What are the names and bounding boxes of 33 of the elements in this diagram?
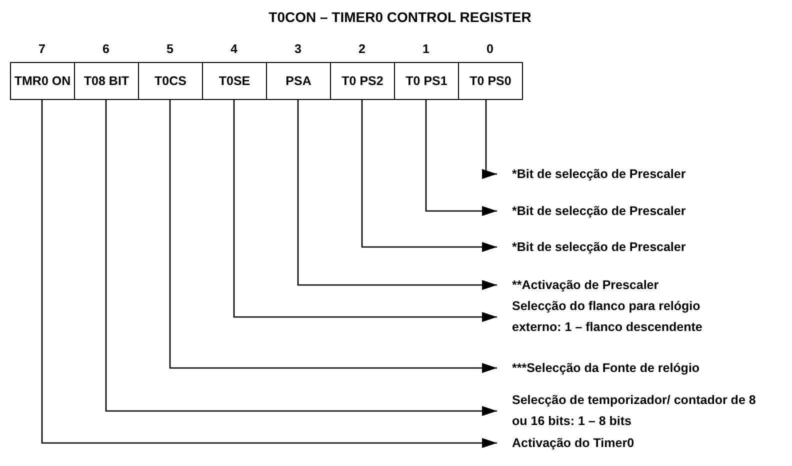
leader-arrow bbox=[425, 100, 497, 216]
bit-number: 2 bbox=[358, 42, 366, 56]
register-bit-cell: T0 PS0 bbox=[458, 62, 523, 100]
bit-number: 6 bbox=[102, 42, 110, 56]
register-bit-cell: T0CS bbox=[138, 62, 203, 100]
bit-number: 7 bbox=[38, 42, 46, 56]
register-bit-cell: T0 PS2 bbox=[330, 62, 395, 100]
bit-description: *Bit de selecção de Prescaler bbox=[512, 164, 686, 185]
register-bit-cell: T08 BIT bbox=[74, 62, 139, 100]
bit-description: Selecção do flanco para relógio externo: 1 – flanco descendente bbox=[512, 296, 742, 338]
leader-arrow bbox=[233, 100, 497, 322]
bit-number: 0 bbox=[486, 42, 494, 56]
bit-description: Selecção de temporizador/ contador de 8 ou 16 bits: 1 – 8 bits bbox=[512, 390, 772, 432]
bit-number: 1 bbox=[422, 42, 430, 56]
bit-number: 3 bbox=[294, 42, 302, 56]
leader-arrow bbox=[169, 100, 497, 373]
bit-description: ***Selecção da Fonte de relógio bbox=[512, 358, 700, 379]
register-bit-cell: PSA bbox=[266, 62, 331, 100]
bit-description: *Bit de selecção de Prescaler bbox=[512, 237, 686, 258]
bit-description: **Activação de Prescaler bbox=[512, 275, 659, 296]
bit-number: 4 bbox=[230, 42, 238, 56]
leader-arrow bbox=[297, 100, 497, 290]
leader-arrow bbox=[105, 100, 497, 416]
leader-arrow bbox=[361, 100, 497, 252]
bit-description: *Bit de selecção de Prescaler bbox=[512, 201, 686, 222]
register-bit-cell: TMR0 ON bbox=[10, 62, 75, 100]
leader-arrow bbox=[41, 100, 497, 448]
register-bit-cell: T0SE bbox=[202, 62, 267, 100]
bit-number: 5 bbox=[166, 42, 174, 56]
leader-arrow bbox=[482, 100, 497, 179]
diagram-title: T0CON – TIMER0 CONTROL REGISTER bbox=[268, 9, 532, 25]
register-bit-cell: T0 PS1 bbox=[394, 62, 459, 100]
bit-description: Activação do Timer0 bbox=[512, 433, 634, 454]
